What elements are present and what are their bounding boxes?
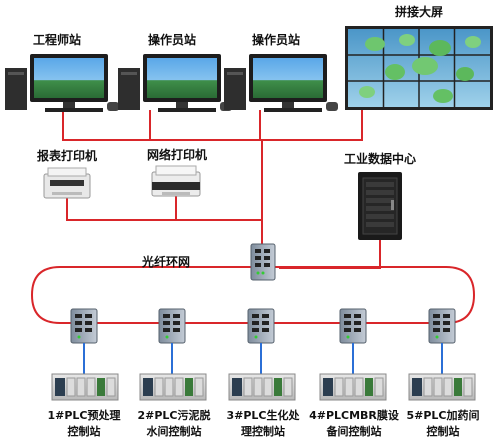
- data-center-label: 工业数据中心: [344, 151, 416, 166]
- ring-switch: [70, 308, 98, 344]
- station-label-line1: 3#PLC生化处: [226, 408, 300, 422]
- station-label-line2: 水间控制站: [147, 424, 202, 438]
- ring-switch: [247, 308, 275, 344]
- workstation-operator-2: [224, 54, 338, 112]
- ring-switch: [339, 308, 367, 344]
- server-rack: [358, 172, 402, 240]
- workstation-engineer: [5, 54, 119, 112]
- plc-rack: [319, 373, 387, 401]
- station-label-line2: 控制站: [68, 424, 101, 438]
- printer-label: 报表打印机: [37, 148, 97, 163]
- video-wall: [345, 26, 493, 110]
- top-bus: [62, 110, 381, 269]
- station-label-line2: 控制站: [427, 424, 460, 438]
- station-5: 5#PLC加药间 控制站: [406, 308, 480, 438]
- video-wall-label: 拼接大屏: [395, 4, 443, 19]
- station-label-line1: 2#PLC污泥脱: [137, 408, 210, 422]
- plc-rack: [408, 373, 476, 401]
- plc-rack: [228, 373, 296, 401]
- station-label-line2: 理控制站: [241, 424, 285, 438]
- station-label-line1: 5#PLC加药间: [406, 408, 479, 422]
- network-printer: [151, 165, 201, 197]
- core-switch: [250, 243, 276, 281]
- station-4: 4#PLCMBR膜设 备间控制站: [309, 308, 400, 438]
- workstation-operator-1: [118, 54, 232, 112]
- workstation-label: 操作员站: [252, 32, 300, 47]
- workstation-label: 工程师站: [33, 32, 81, 47]
- station-label-line1: 4#PLCMBR膜设: [309, 408, 400, 422]
- ring-switch: [158, 308, 186, 344]
- station-1: 1#PLC预处理 控制站: [47, 308, 121, 438]
- station-label-line1: 1#PLC预处理: [47, 408, 120, 422]
- ring-switch: [428, 308, 456, 344]
- ring-label: 光纤环网: [141, 254, 190, 269]
- plc-rack: [139, 373, 207, 401]
- workstation-label: 操作员站: [148, 32, 196, 47]
- station-3: 3#PLC生化处 理控制站: [226, 308, 301, 438]
- plc-rack: [51, 373, 119, 401]
- station-2: 2#PLC污泥脱 水间控制站: [137, 308, 211, 438]
- report-printer: [43, 167, 91, 199]
- station-label-line2: 备间控制站: [326, 424, 382, 438]
- printer-label: 网络打印机: [147, 147, 207, 162]
